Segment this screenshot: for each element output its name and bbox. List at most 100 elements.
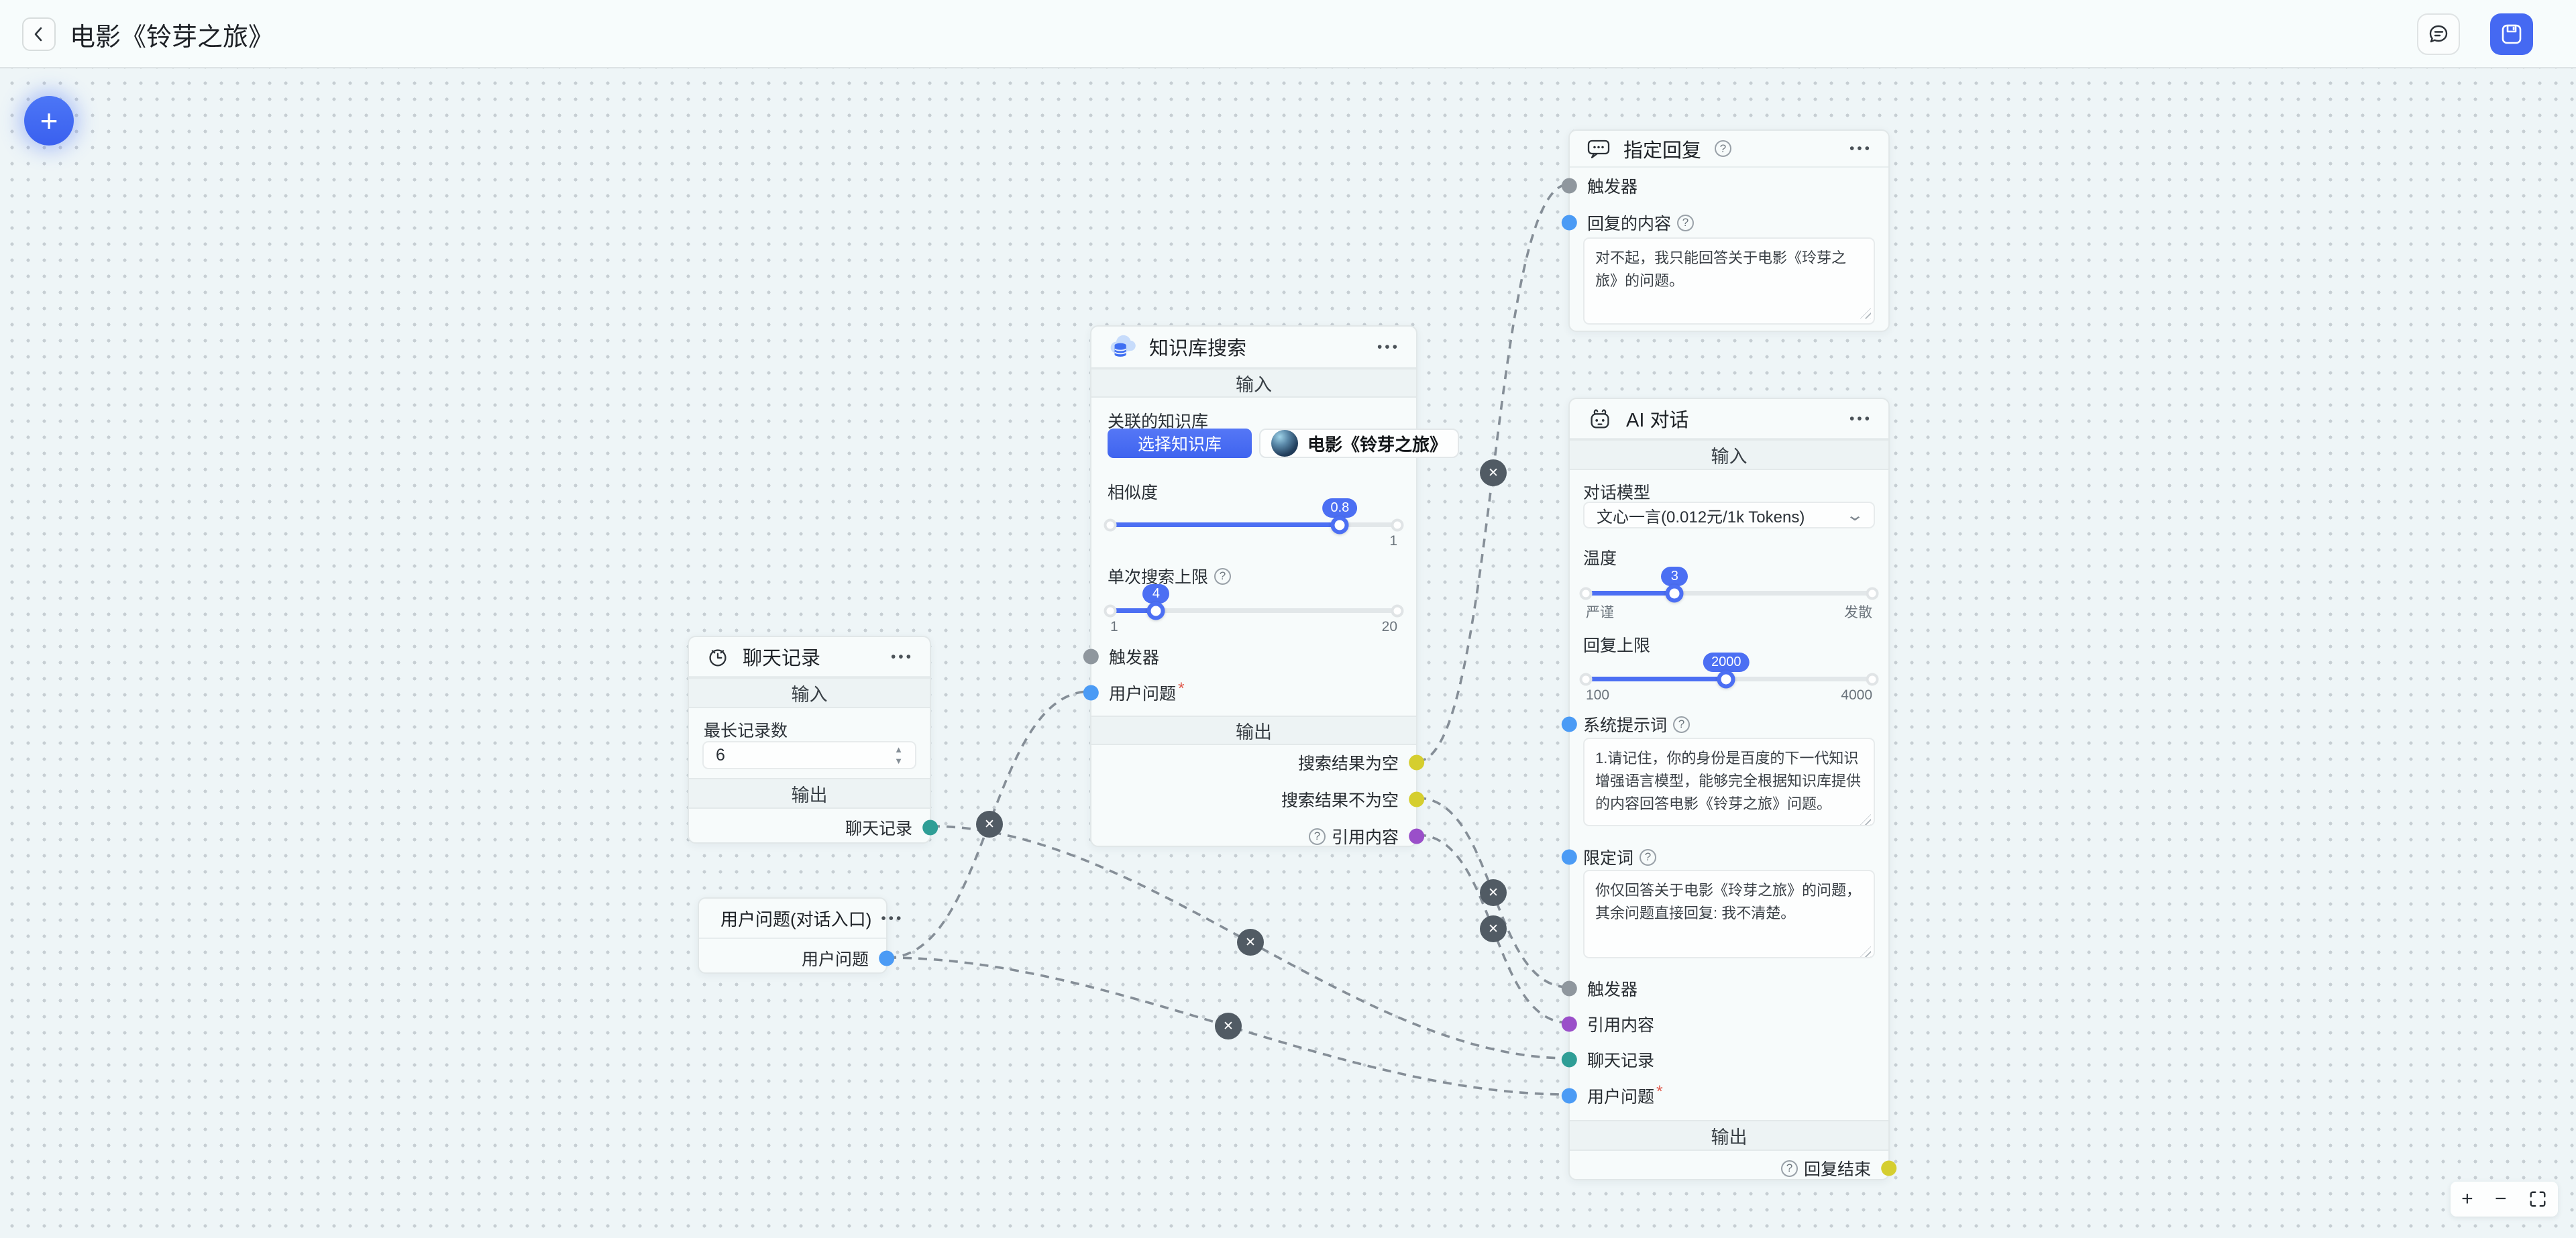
slider-track[interactable] <box>1104 516 1404 534</box>
node-header: AI 对话 ••• <box>1570 399 1888 439</box>
node-kb-search[interactable]: 知识库搜索 ••• 输入 关联的知识库 选择知识库 电影《铃芽之旅》 相似度 0… <box>1083 325 1460 847</box>
node-ai-chat[interactable]: AI 对话 ••• 输入 对话模型 文心一言(0.012元/1k Tokens)… <box>1561 398 1897 1180</box>
search-limit-label: 单次搜索上限 ? <box>1108 564 1232 588</box>
port-chat-history-out[interactable] <box>922 820 938 836</box>
wire-delete-button[interactable]: ✕ <box>1215 1013 1242 1039</box>
max-records-input[interactable]: 6 ▲ ▼ <box>702 741 916 769</box>
output-section-band: 输出 <box>1570 1120 1888 1151</box>
chevron-down-icon: ⌄ <box>1845 506 1865 524</box>
reply-bubble-icon <box>1587 139 1610 158</box>
system-prompt-textarea[interactable]: 1.请记住，你的身份是百度的下一代知识增强语言模型，能够完全根据知识库提供的内容… <box>1583 738 1875 826</box>
port-qualifier-in[interactable] <box>1561 849 1577 865</box>
input-row-trigger: 触发器 <box>1561 174 1888 197</box>
slider-min-label: 1 <box>1110 619 1118 634</box>
spinner-up-icon[interactable]: ▲ <box>894 744 903 754</box>
kb-chip[interactable]: 电影《铃芽之旅》 <box>1259 429 1460 458</box>
port-user-question-in[interactable] <box>1083 685 1099 701</box>
node-chat-history[interactable]: 聊天记录 ••• 输入 最长记录数 6 ▲ ▼ 输出 聊天记录 <box>688 636 938 844</box>
node-menu-button[interactable]: ••• <box>1849 141 1872 156</box>
slider-value-badge: 4 <box>1142 584 1170 604</box>
fit-view-icon <box>2530 1191 2546 1207</box>
input-port-label: 系统提示词 <box>1583 716 1668 735</box>
back-chevron-icon <box>34 27 42 42</box>
slider-handle[interactable] <box>1330 516 1349 534</box>
help-icon[interactable]: ? <box>1780 1160 1798 1177</box>
input-port-label: 触发器 <box>1109 649 1160 667</box>
wire-delete-button[interactable]: ✕ <box>1480 459 1507 486</box>
port-user-question-in[interactable] <box>1561 1088 1577 1104</box>
reply-content-textarea[interactable]: 对不起，我只能回答关于电影《玲芽之旅》的问题。 <box>1583 237 1875 325</box>
model-select-value: 文心一言(0.012元/1k Tokens) <box>1597 508 1805 526</box>
help-icon[interactable]: ? <box>1308 828 1326 845</box>
model-select[interactable]: 文心一言(0.012元/1k Tokens) ⌄ <box>1583 502 1875 528</box>
back-button[interactable] <box>22 17 56 51</box>
node-menu-button[interactable]: ••• <box>1849 410 1872 427</box>
spinner-down-icon[interactable]: ▼ <box>894 756 903 766</box>
slider-handle[interactable] <box>1717 670 1735 688</box>
wire-delete-button[interactable]: ✕ <box>976 811 1003 838</box>
output-port-label: 搜索结果不为空 <box>1281 791 1399 810</box>
node-menu-button[interactable]: ••• <box>881 910 904 926</box>
wire-delete-button[interactable]: ✕ <box>1480 915 1507 942</box>
output-row-not-empty: 搜索结果不为空 <box>1091 788 1425 811</box>
port-reply-end-out[interactable] <box>1881 1160 1897 1176</box>
help-icon[interactable]: ? <box>1673 716 1690 733</box>
qualifier-textarea[interactable]: 你仅回答关于电影《玲芽之旅》的问题，其余问题直接回复: 我不清楚。 <box>1583 870 1875 958</box>
port-result-empty-out[interactable] <box>1409 754 1425 771</box>
port-reference-out[interactable] <box>1409 828 1425 844</box>
node-header: 聊天记录 ••• <box>689 637 930 677</box>
node-fixed-reply[interactable]: 指定回复 ? ••• 触发器 回复的内容 ? 对不起，我只能回答关于电影《玲芽之… <box>1561 129 1890 332</box>
input-port-label: 引用内容 <box>1587 1016 1655 1035</box>
input-row-content: 回复的内容 ? <box>1561 211 1888 234</box>
input-row-trigger: 触发器 <box>1561 977 1888 1000</box>
port-reference-in[interactable] <box>1561 1016 1577 1032</box>
output-section-band: 输出 <box>1091 716 1416 745</box>
port-trigger-in[interactable] <box>1561 178 1577 194</box>
node-menu-button[interactable]: ••• <box>1377 339 1400 355</box>
slider-max-label: 发散 <box>1844 605 1872 620</box>
fit-view-button[interactable] <box>2528 1190 2547 1208</box>
kb-chip-label: 电影《铃芽之旅》 <box>1307 434 1448 455</box>
port-trigger-in[interactable] <box>1083 649 1099 665</box>
reply-limit-label: 回复上限 <box>1583 636 1651 655</box>
help-icon[interactable]: ? <box>1715 140 1732 157</box>
input-port-label: 触发器 <box>1587 980 1638 999</box>
zoom-in-button[interactable]: + <box>2461 1188 2473 1210</box>
slider-track[interactable] <box>1104 602 1404 620</box>
slider-handle[interactable] <box>1146 602 1165 620</box>
temperature-slider: 3 严谨 发散 <box>1579 567 1879 620</box>
wire-delete-button[interactable]: ✕ <box>1237 929 1264 956</box>
port-user-question-out[interactable] <box>879 950 895 966</box>
port-chat-history-in[interactable] <box>1561 1052 1577 1068</box>
zoom-out-button[interactable]: − <box>2495 1188 2507 1210</box>
select-kb-button[interactable]: 选择知识库 <box>1108 429 1252 458</box>
node-menu-button[interactable]: ••• <box>890 649 914 665</box>
slider-track[interactable] <box>1579 584 1879 602</box>
required-mark: * <box>1178 679 1185 698</box>
input-row-system-prompt: 系统提示词 ? <box>1561 713 1888 736</box>
input-section-band: 输入 <box>1091 368 1416 398</box>
node-user-entry[interactable]: 用户问题(对话入口) ••• 用户问题 <box>698 897 901 974</box>
port-system-prompt-in[interactable] <box>1561 716 1577 732</box>
conversation-button[interactable] <box>2417 13 2460 55</box>
help-icon[interactable]: ? <box>1214 567 1232 585</box>
slider-handle[interactable] <box>1665 584 1684 602</box>
port-trigger-in[interactable] <box>1561 980 1577 997</box>
port-content-in[interactable] <box>1561 215 1577 231</box>
save-button[interactable] <box>2490 13 2533 55</box>
input-port-label: 用户问题 <box>1587 1088 1655 1107</box>
help-icon[interactable]: ? <box>1640 848 1657 866</box>
port-result-found-out[interactable] <box>1409 791 1425 807</box>
clock-icon <box>709 649 727 667</box>
model-label: 对话模型 <box>1583 484 1651 502</box>
wire-delete-button[interactable]: ✕ <box>1480 879 1507 906</box>
node-title: AI 对话 <box>1626 410 1689 431</box>
input-row-user-question: 用户问题 * <box>1083 679 1416 704</box>
input-section-band: 输入 <box>1570 439 1888 470</box>
add-node-button[interactable]: + <box>24 96 74 146</box>
input-row-trigger: 触发器 <box>1083 645 1416 668</box>
slider-track[interactable] <box>1579 670 1879 688</box>
help-icon[interactable]: ? <box>1677 214 1695 231</box>
number-spinner: ▲ ▼ <box>894 745 903 765</box>
